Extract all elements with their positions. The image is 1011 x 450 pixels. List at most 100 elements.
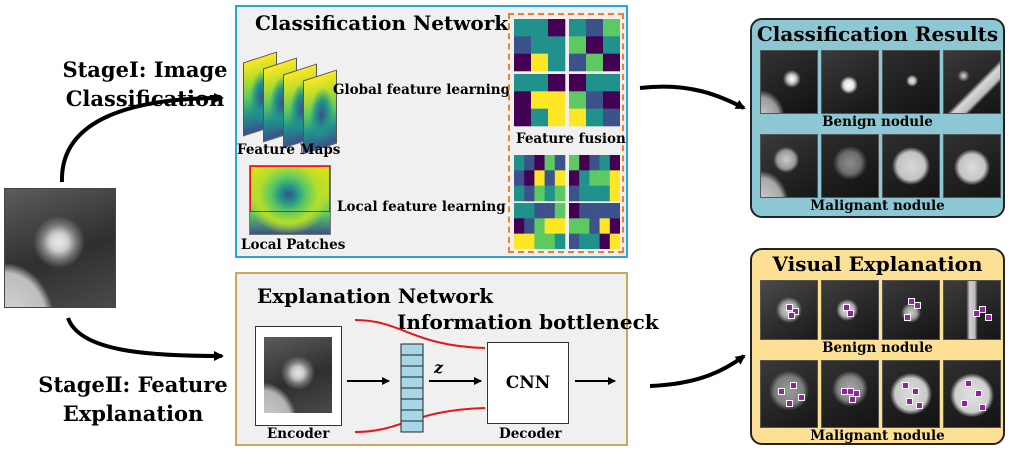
heatmap-cell [586,19,604,37]
benign-result-image [760,50,818,114]
explanation-network-panel: Explanation Network Information bottlene… [235,272,659,446]
feature-fusion-label: Feature fusion [516,131,626,147]
heatmap-cell [534,218,545,234]
heatmap-cell [586,36,604,54]
cnn-box: CNN [487,342,569,424]
feature-maps-stack [243,47,343,155]
heatmap-cell [599,170,611,186]
visual-explanation-panel: Visual Explanation Benign nodule Maligna… [750,248,1005,445]
local-patch-highlight [250,166,330,212]
heatmap-cell [534,203,545,219]
heatmap-cell [524,155,535,171]
encoder-label: Encoder [267,426,330,442]
heatmap-cell [603,19,620,37]
stage2-label-line1: StageⅡ: Feature [38,372,228,397]
benign-result-image [882,50,940,114]
heatmap-cell [569,108,587,127]
benign-explanation-image [943,280,1001,340]
local-feature-label: Local feature learning [337,199,506,215]
heatmap-cell [548,108,566,127]
feature-maps-label: Feature Maps [237,142,341,158]
heatmap-cell [514,155,525,171]
malignant-explanation-image [760,360,818,428]
heatmap-cell [579,218,590,234]
heatmap-cell [544,218,556,234]
stage2-label: StageⅡ: Feature Explanation [38,370,228,428]
heatmap-cell [569,203,580,219]
heatmap-cell [586,53,604,72]
heatmap-cell [589,233,600,249]
heatmap-cell [514,74,532,92]
heatmap-cell [609,185,620,202]
decoder-label: Decoder [499,426,562,442]
heatmap-cell [548,36,566,54]
heatmap-cell [599,155,611,171]
heatmap-cell [531,108,549,127]
heatmap-cell [514,233,525,249]
heatmap-cell [531,91,549,109]
global-feature-label: Global feature learning [333,82,511,98]
stage2-label-line2: Explanation [62,401,204,426]
explanation-network-title: Explanation Network [257,284,494,308]
heatmap-cell [548,91,566,109]
heatmap-cell [534,155,545,171]
heatmap-cell [586,74,604,92]
heatmap-cell [589,203,600,219]
malignant-result-image [943,134,1001,198]
heatmap-cell [514,203,525,219]
heatmap-cell [603,108,620,127]
explanation-arrow [649,354,746,388]
heatmap-cell [548,19,566,37]
heatmap-cell [514,19,532,37]
heatmap-cell [569,91,587,109]
heatmap-cell [544,170,556,186]
heatmap-cell [548,53,566,72]
heatmap-cell [579,203,590,219]
heatmap-cell [514,53,532,72]
heatmap-cell [569,36,587,54]
heatmap-cell [609,170,620,186]
heatmap-cell [531,19,549,37]
bottleneck-diagram [347,319,616,433]
heatmap-cell [579,185,590,202]
heatmap-cell [548,74,566,92]
local-patches-label: Local Patches [241,237,346,253]
heatmap-cell [569,155,580,171]
malignant-result-image [821,134,879,198]
heatmap-cell [554,218,566,234]
heatmap-cell [514,185,525,202]
heatmap-cell [599,203,611,219]
heatmap-cell [554,233,566,249]
classification-results-title: Classification Results [756,22,999,46]
classification-network-panel: Classification Network Feature Maps Glob… [235,5,628,258]
heatmap-cell [514,36,532,54]
bottleneck-top-curve [354,319,486,349]
heatmap-cell [599,233,611,249]
heatmap-cell [554,155,566,171]
heatmap-cell [603,91,620,109]
heatmap-cell [589,218,600,234]
heatmap-cell [569,19,587,37]
malignant-explanation-image [882,360,940,428]
encoder-box [255,326,342,426]
heatmap-cell [514,218,525,234]
heatmap-cell [599,218,611,234]
feature-fusion-box: Feature fusion [508,13,626,253]
heatmap-cell [534,185,545,202]
heatmap-cell [586,91,604,109]
heatmap-cell [603,53,620,72]
heatmap-cell [589,185,600,202]
heatmap-cell [544,233,556,249]
benign-explanation-image [821,280,879,340]
heatmap-cell [589,170,600,186]
stage1-arrow [59,93,224,183]
results-arrow [639,84,746,110]
benign-explanation-label: Benign nodule [822,340,933,356]
heatmap-cell [544,203,556,219]
heatmap-cell [554,170,566,186]
heatmap-cell [524,233,535,249]
fusion-heatmap-global [514,19,620,127]
classification-results-panel: Classification Results Benign nodule Mal… [750,18,1005,218]
information-bottleneck-label: Information bottleneck [397,310,659,334]
z-label: z [434,358,444,377]
